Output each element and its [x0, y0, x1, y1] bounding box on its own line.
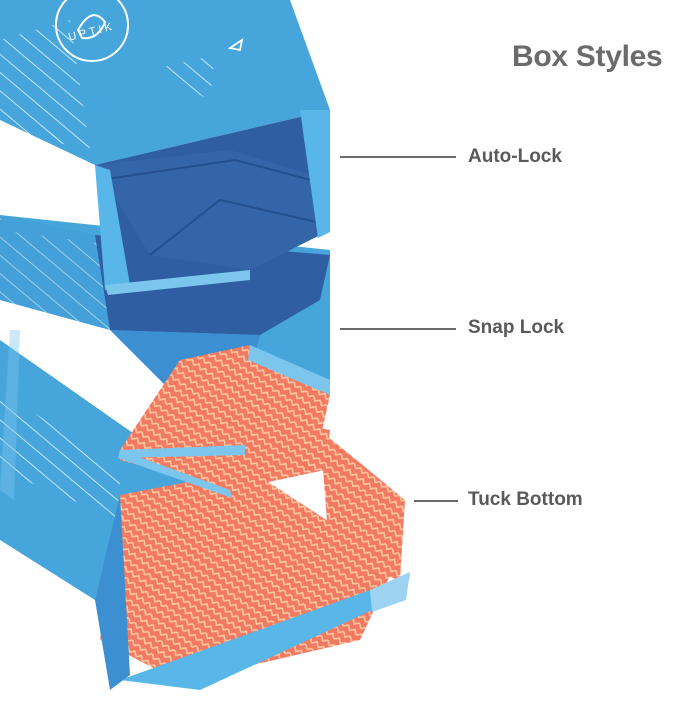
callout-label-snap-lock: Snap Lock [468, 317, 565, 338]
callout-label-auto-lock: Auto-Lock [468, 146, 562, 167]
side-pattern [0, 130, 70, 220]
callout-label-tuck-bottom: Tuck Bottom [468, 489, 583, 510]
callout-line-auto-lock [340, 156, 456, 158]
callout-line-snap-lock [340, 328, 456, 330]
page-title: Box Styles [512, 40, 663, 73]
auto-lock-box [0, 0, 331, 295]
callout-line-tuck-bottom [414, 500, 458, 502]
tuck-bottom-box [0, 330, 410, 690]
